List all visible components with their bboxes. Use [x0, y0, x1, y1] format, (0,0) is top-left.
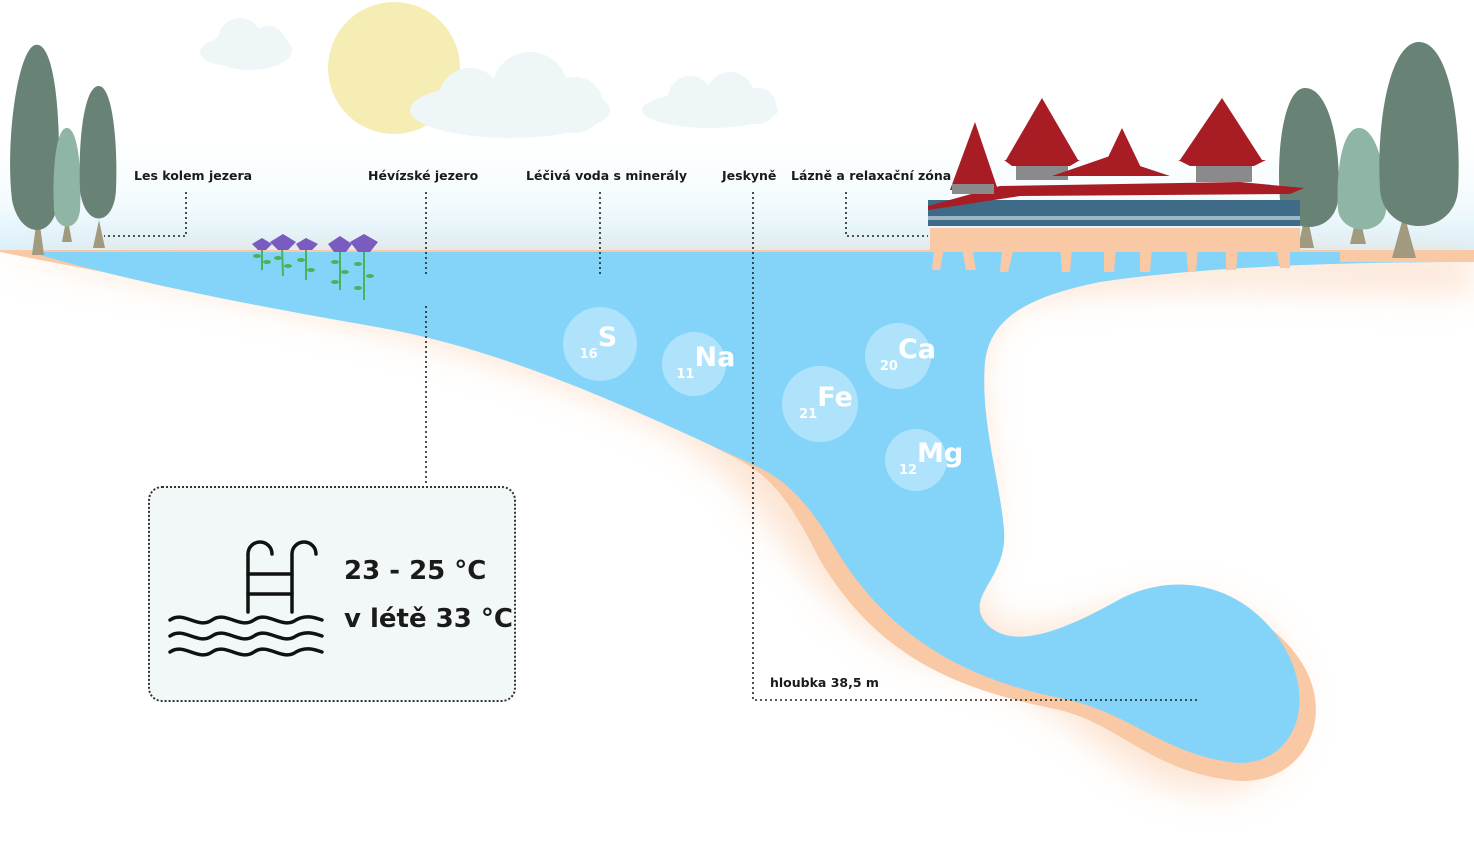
spa-building-icon — [928, 98, 1304, 272]
tree-icon — [79, 85, 117, 248]
leader-lines — [104, 192, 1198, 701]
label-cave: Jeskyně — [722, 168, 777, 183]
label-spa: Lázně a relaxační zóna — [791, 168, 952, 183]
cloud-icon — [642, 72, 778, 128]
tree-icon — [53, 127, 81, 242]
mineral-bubbles: 16S 11Na 21Fe 20Ca 12Mg — [563, 307, 963, 491]
temperature-box: 23 - 25 °C v létě 33 °C — [148, 486, 516, 702]
mineral-bubble-s: 16S — [563, 307, 637, 381]
mineral-bubble-ca: 20Ca — [865, 323, 936, 389]
temperature-summer: v létě 33 °C — [344, 604, 513, 634]
temperature-range: 23 - 25 °C — [344, 556, 487, 586]
mineral-bubble-fe: 21Fe — [782, 366, 858, 442]
mineral-label: 16S — [580, 322, 618, 362]
label-depth: hloubka 38,5 m — [770, 675, 879, 690]
label-water: Léčivá voda s minerály — [526, 168, 688, 183]
pool-ladder-icon — [246, 540, 318, 614]
mineral-label: 21Fe — [799, 382, 853, 422]
lake-water — [30, 252, 1474, 763]
water-waves-icon — [168, 615, 324, 657]
mineral-bubble-mg: 12Mg — [885, 429, 963, 491]
flower-icon — [252, 234, 378, 300]
cloud-icon — [200, 18, 292, 70]
tree-icon — [1337, 127, 1387, 244]
mineral-label: 12Mg — [899, 438, 963, 478]
tree-icon — [1379, 41, 1459, 258]
mineral-label: 20Ca — [880, 334, 936, 374]
mineral-label: 11Na — [676, 342, 735, 382]
label-lake: Hévízské jezero — [368, 168, 479, 183]
cloud-icon — [410, 52, 610, 138]
tree-icon — [10, 44, 60, 255]
label-forest: Les kolem jezera — [134, 168, 253, 183]
mineral-bubble-na: 11Na — [662, 332, 735, 396]
